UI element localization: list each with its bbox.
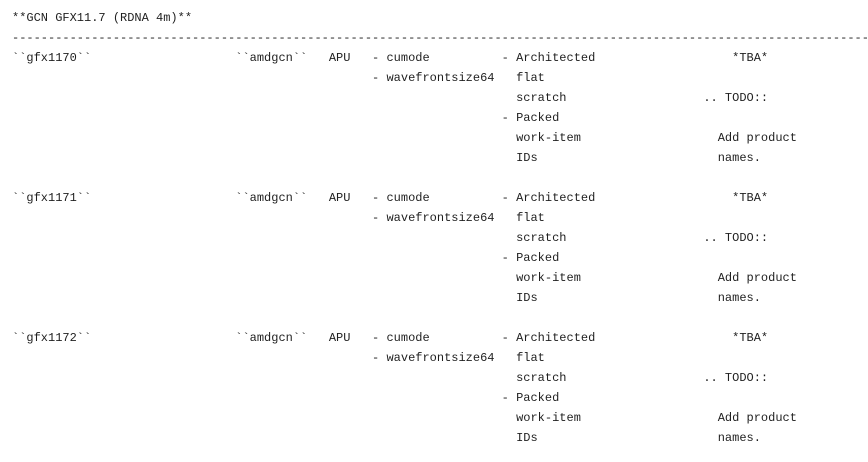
row-line: IDs names. (12, 291, 761, 305)
row-line: scratch .. TODO:: (12, 231, 769, 245)
row-line: - Packed (12, 251, 560, 265)
table-row: ``gfx1170`` ``amdgcn`` APU - cumode - Ar… (12, 48, 868, 168)
table-row: ``gfx1171`` ``amdgcn`` APU - cumode - Ar… (12, 188, 868, 308)
row-line: ``gfx1171`` ``amdgcn`` APU - cumode - Ar… (12, 191, 769, 205)
row-line: - wavefrontsize64 flat (12, 211, 545, 225)
row-line: work-item Add product (12, 131, 797, 145)
row-line: scratch .. TODO:: (12, 371, 769, 385)
row-line: scratch .. TODO:: (12, 91, 769, 105)
table-rule: ----------------------------------------… (12, 28, 868, 48)
row-line: work-item Add product (12, 411, 797, 425)
row-line: - Packed (12, 111, 560, 125)
title-text: **GCN GFX11.7 (RDNA 4m)** (12, 11, 193, 25)
row-line: ``gfx1170`` ``amdgcn`` APU - cumode - Ar… (12, 51, 769, 65)
row-line: work-item Add product (12, 271, 797, 285)
row-line: ``gfx1172`` ``amdgcn`` APU - cumode - Ar… (12, 331, 769, 345)
row-line: - Packed (12, 391, 560, 405)
rule-text: ----------------------------------------… (12, 31, 868, 45)
document-title: **GCN GFX11.7 (RDNA 4m)** (12, 8, 868, 28)
row-line: IDs names. (12, 151, 761, 165)
row-line: - wavefrontsize64 flat (12, 71, 545, 85)
row-line: IDs names. (12, 431, 761, 445)
row-line: - wavefrontsize64 flat (12, 351, 545, 365)
table-row: ``gfx1172`` ``amdgcn`` APU - cumode - Ar… (12, 328, 868, 448)
